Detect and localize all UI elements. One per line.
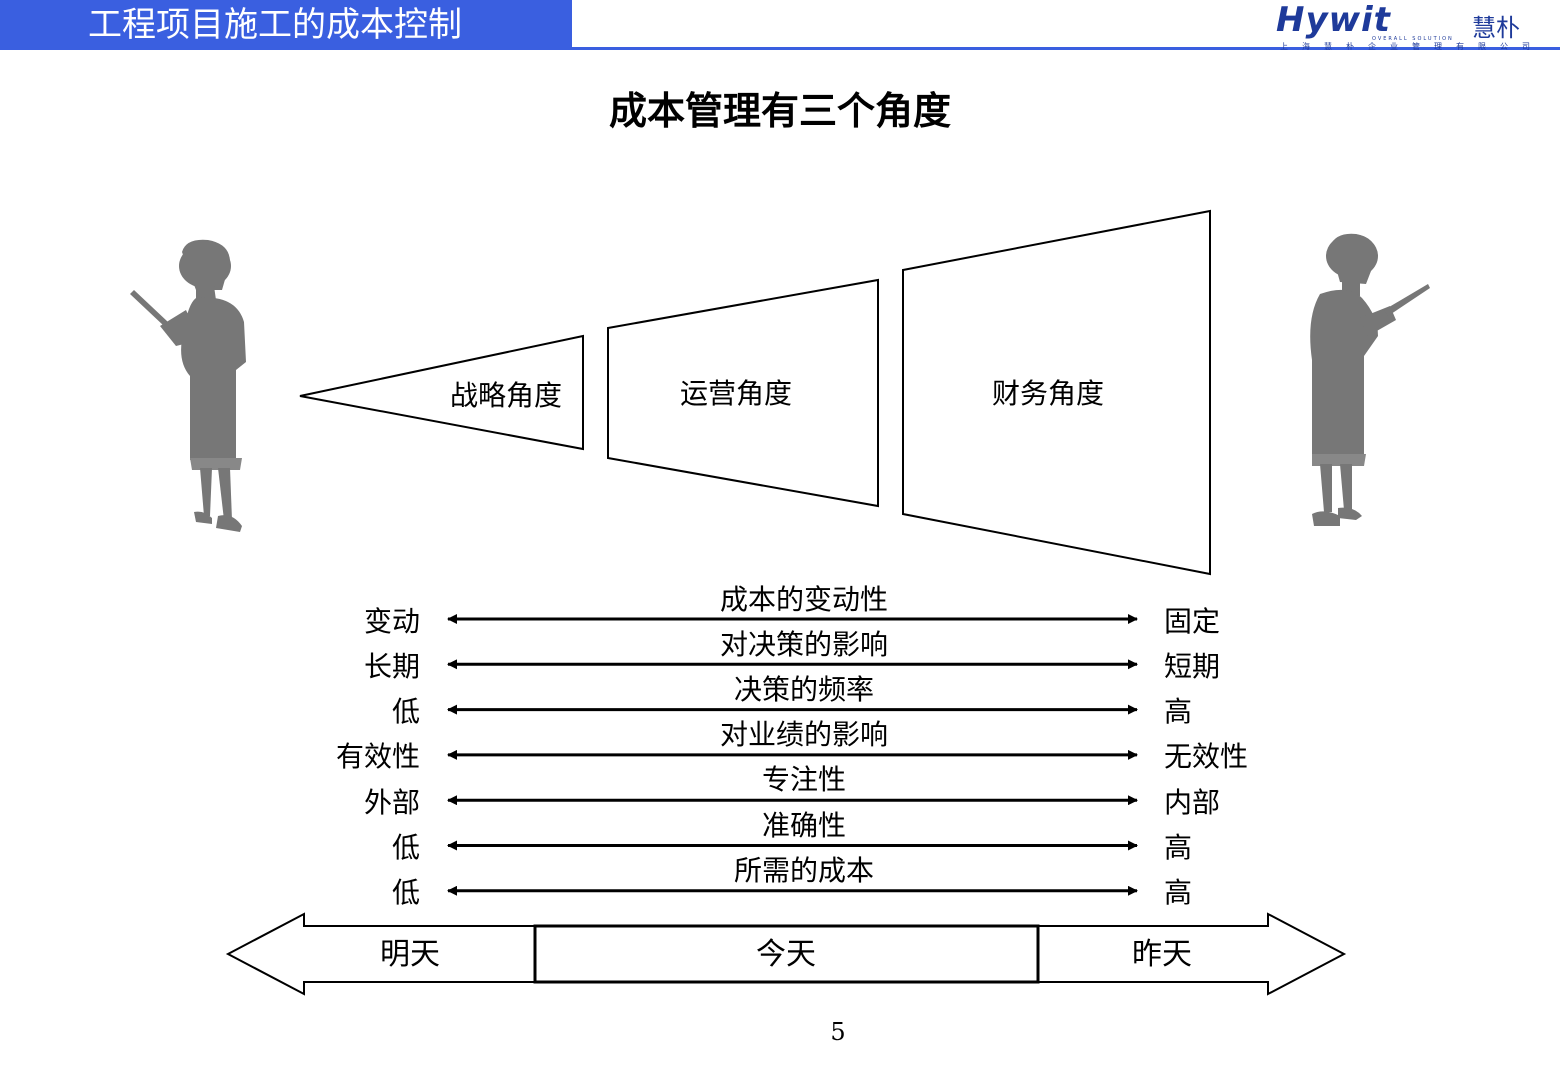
dimension-left-value: 低: [300, 877, 420, 909]
dimension-left-value: 低: [300, 696, 420, 728]
dimension-left-value: 低: [300, 832, 420, 864]
dimension-right-value: 高: [1164, 696, 1192, 728]
perspective-label: 战略角度: [450, 380, 562, 412]
dimension-right-value: 短期: [1164, 651, 1220, 683]
dimension-left-value: 外部: [300, 787, 420, 819]
timeline-tomorrow: 明天: [380, 939, 440, 971]
perspective-label: 财务角度: [992, 378, 1104, 410]
dimension-right-value: 高: [1164, 877, 1192, 909]
timeline-yesterday: 昨天: [1132, 939, 1192, 971]
dimension-right-value: 内部: [1164, 787, 1220, 819]
dimension-label: 专注性: [604, 764, 1004, 796]
dimension-right-value: 高: [1164, 832, 1192, 864]
dimension-right-value: 无效性: [1164, 741, 1248, 773]
dimension-right-value: 固定: [1164, 606, 1220, 638]
businesswoman-icon: [130, 240, 246, 532]
dimension-label: 所需的成本: [604, 855, 1004, 887]
dimension-label: 准确性: [604, 810, 1004, 842]
page-number: 5: [778, 1018, 898, 1046]
dimension-label: 成本的变动性: [604, 584, 1004, 616]
dimension-label: 对决策的影响: [604, 629, 1004, 661]
dimension-label: 决策的频率: [604, 674, 1004, 706]
businesswoman-icon: [1310, 234, 1430, 526]
dimension-left-value: 长期: [300, 651, 420, 683]
dimension-label: 对业绩的影响: [604, 719, 1004, 751]
perspective-label: 运营角度: [680, 378, 792, 410]
dimension-left-value: 有效性: [300, 741, 420, 773]
timeline-today: 今天: [756, 939, 816, 971]
dimension-left-value: 变动: [300, 606, 420, 638]
